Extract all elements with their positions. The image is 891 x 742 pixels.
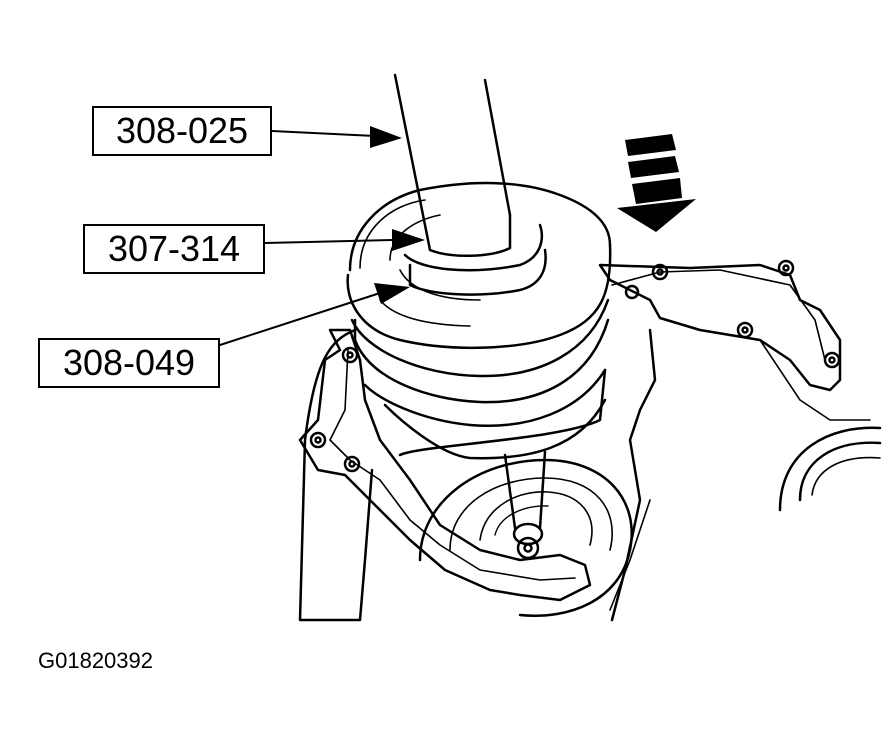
driver-handle — [393, 73, 512, 257]
figure-id: G01820392 — [38, 648, 153, 673]
arrowheads — [370, 126, 425, 304]
transmission-case — [298, 263, 871, 622]
case-bore — [778, 426, 882, 512]
leader-lines — [219, 130, 394, 346]
gasket-channel — [298, 328, 592, 602]
bolt-holes — [309, 259, 841, 473]
installer-cup — [346, 181, 612, 460]
input-shaft — [503, 450, 547, 560]
down-left-arrow-icon — [617, 134, 696, 232]
callout-tool-308-049: 308-049 — [38, 338, 220, 388]
callout-tool-308-025: 308-025 — [92, 106, 272, 156]
callout-tool-307-314: 307-314 — [83, 224, 265, 274]
